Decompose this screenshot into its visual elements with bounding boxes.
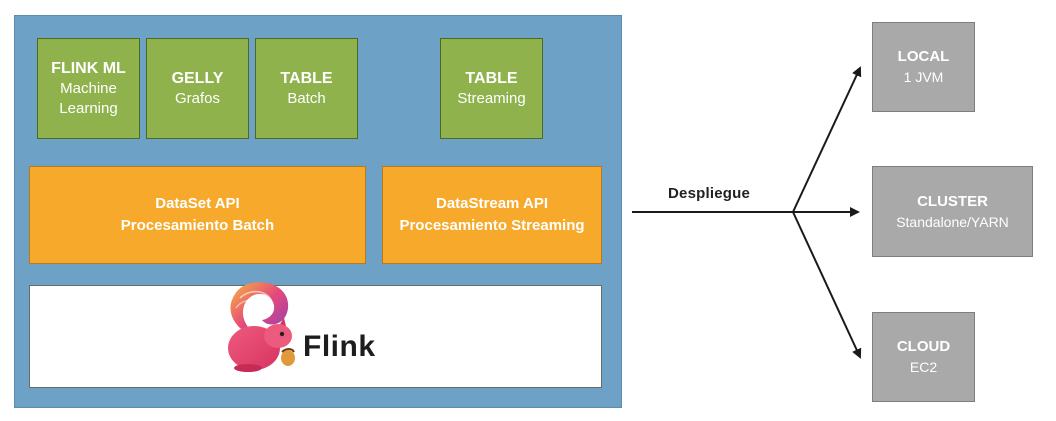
deploy-label: Despliegue (668, 185, 751, 202)
target-title: CLOUD (896, 338, 951, 355)
dataset-api-box: DataSet API Procesamiento Batch (29, 166, 366, 264)
library-title: TABLE (465, 69, 518, 87)
library-title: FLINK ML (51, 59, 126, 77)
target-title: LOCAL (897, 48, 950, 65)
target-local: LOCAL 1 JVM (872, 22, 975, 112)
library-title: TABLE (280, 69, 333, 87)
library-subtitle: Machine Learning (59, 79, 118, 117)
library-subtitle: Batch (287, 89, 326, 107)
arrow-to-local (792, 66, 862, 213)
target-title: CLUSTER (917, 192, 988, 210)
target-cloud: CLOUD EC2 (872, 312, 975, 402)
library-subtitle: Grafos (174, 89, 220, 107)
datastream-api-box: DataStream API Procesamiento Streaming (382, 166, 602, 264)
library-table-streaming: TABLE Streaming (440, 38, 543, 139)
api-subtitle: Procesamiento Batch (120, 217, 275, 234)
target-cluster: CLUSTER Standalone/YARN (872, 166, 1033, 257)
library-title: GELLY (171, 69, 224, 87)
library-subtitle: Streaming (457, 89, 526, 107)
target-subtitle: EC2 (909, 359, 938, 375)
api-title: DataSet API (155, 195, 240, 212)
target-subtitle: Standalone/YARN (896, 213, 1009, 230)
api-subtitle: Procesamiento Streaming (399, 217, 585, 234)
api-title: DataStream API (436, 195, 548, 212)
flink-logo-text: Flink (303, 330, 376, 363)
flink-stack-panel: FLINK ML Machine Learning GELLY Grafos T… (14, 15, 622, 408)
library-flink-ml: FLINK ML Machine Learning (37, 38, 140, 139)
arrow-to-cloud (792, 211, 862, 359)
library-table-batch: TABLE Batch (255, 38, 358, 139)
target-subtitle: 1 JVM (903, 69, 944, 85)
flink-runtime-box (29, 285, 602, 388)
library-gelly: GELLY Grafos (146, 38, 249, 139)
flink-squirrel-logo (228, 282, 295, 372)
